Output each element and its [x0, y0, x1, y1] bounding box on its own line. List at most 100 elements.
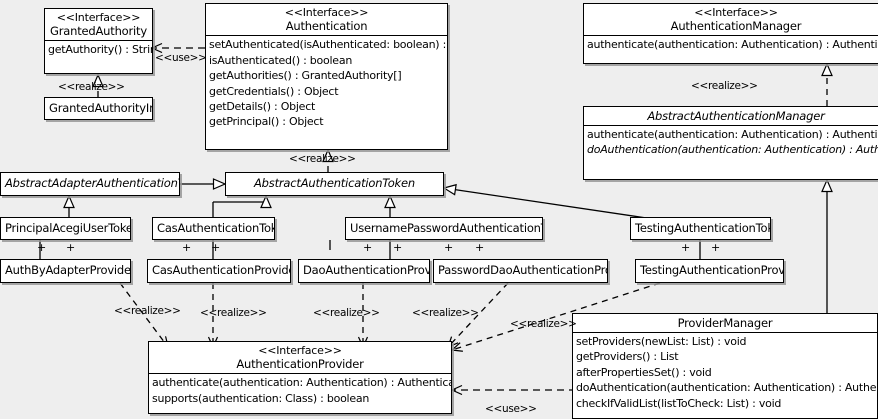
edge-label-realize-abstract-authentication-token: <<realize>> [289, 153, 356, 165]
class-provider-manager[interactable]: ProviderManager setProviders(newList: Li… [572, 313, 878, 419]
class-name: AuthByAdapterProvider [5, 263, 131, 277]
class-name: TestingAuthenticationProvider [640, 263, 784, 277]
class-member: getCredentials() : Object [209, 84, 339, 98]
section-divider [573, 332, 877, 334]
class-header: CasAuthenticationProvider [148, 260, 290, 280]
association-multiplicity-marker: + [475, 241, 485, 254]
class-member: doAuthentication(authentication: Authent… [587, 143, 878, 157]
class-name: ProviderManager [677, 316, 773, 330]
class-stereotype: <<Interface>> [56, 11, 141, 24]
class-authentication-manager[interactable]: <<Interface>> AuthenticationManager auth… [583, 3, 878, 64]
association-multiplicity-marker: + [363, 241, 373, 254]
edge-label-realize-testing-provider: <<realize>> [510, 318, 577, 330]
class-header: GrantedAuthorityImpl [45, 98, 152, 118]
class-header: AbstractAdapterAuthenticationToken [1, 173, 179, 193]
class-abstract-authentication-manager[interactable]: AbstractAuthenticationManager authentica… [583, 106, 878, 180]
class-header: CasAuthenticationToken [153, 218, 274, 238]
edge-label-realize-authentication-manager: <<realize>> [691, 80, 758, 92]
class-member: getAuthorities() : GrantedAuthority[] [209, 69, 402, 83]
association-multiplicity-marker: + [66, 241, 76, 254]
class-stereotype: <<Interface>> [258, 344, 342, 357]
class-header: PasswordDaoAuthenticationProvider [434, 260, 607, 280]
class-dao-authentication-provider[interactable]: DaoAuthenticationProvider [298, 259, 430, 283]
class-name: AuthenticationManager [670, 19, 802, 34]
class-header: <<Interface>> Authentication [206, 4, 447, 35]
class-granted-authority-impl[interactable]: GrantedAuthorityImpl [44, 97, 153, 120]
class-member: authenticate(authentication: Authenticat… [587, 38, 878, 52]
class-name: DaoAuthenticationProvider [303, 263, 430, 277]
class-header: <<Interface>> AuthenticationProvider [149, 342, 451, 373]
class-header: TestingAuthenticationProvider [636, 260, 783, 280]
association-multiplicity-marker: + [211, 241, 221, 254]
class-header: UsernamePasswordAuthenticationToken [346, 218, 542, 238]
class-header: <<Interface>> AuthenticationManager [584, 4, 878, 35]
edge-label-realize-password-dao-provider: <<realize>> [412, 307, 479, 319]
class-header: TestingAuthenticationToken [631, 218, 770, 238]
class-cas-authentication-provider[interactable]: CasAuthenticationProvider [147, 259, 291, 283]
class-header: AuthByAdapterProvider [1, 260, 130, 280]
class-name: AbstractAdapterAuthenticationToken [5, 176, 179, 190]
class-member: getPrincipal() : Object [209, 115, 324, 129]
class-name: CasAuthenticationToken [157, 221, 274, 235]
class-abstract-adapter-authentication-token[interactable]: AbstractAdapterAuthenticationToken [0, 172, 180, 196]
class-members: authenticate(authentication: Authenticat… [584, 36, 878, 53]
section-divider [584, 125, 878, 127]
class-name: UsernamePasswordAuthenticationToken [350, 221, 542, 235]
class-name: PrincipalAcegiUserToken [5, 221, 131, 235]
class-header: <<Interface>> GrantedAuthority [45, 9, 152, 40]
section-divider [45, 40, 152, 42]
class-name: CasAuthenticationProvider [152, 263, 291, 277]
class-member: afterPropertiesSet() : void [576, 365, 712, 379]
class-members: setProviders(newList: List) : void getPr… [573, 333, 877, 412]
section-divider [149, 373, 451, 375]
association-multiplicity-marker: + [711, 241, 721, 254]
class-authentication-provider[interactable]: <<Interface>> AuthenticationProvider aut… [148, 341, 452, 414]
class-username-password-authentication-token[interactable]: UsernamePasswordAuthenticationToken [345, 217, 543, 240]
class-testing-authentication-provider[interactable]: TestingAuthenticationProvider [635, 259, 784, 283]
class-member: getAuthority() : String [48, 43, 153, 57]
class-member: authenticate(authentication: Authenticat… [152, 376, 452, 390]
class-cas-authentication-token[interactable]: CasAuthenticationToken [152, 217, 275, 240]
class-name: AbstractAuthenticationManager [647, 109, 825, 123]
class-header: AbstractAuthenticationManager [584, 107, 878, 125]
class-password-dao-authentication-provider[interactable]: PasswordDaoAuthenticationProvider [433, 259, 608, 283]
class-member: getDetails() : Object [209, 100, 316, 114]
class-name: PasswordDaoAuthenticationProvider [438, 263, 607, 277]
association-multiplicity-marker: + [681, 241, 691, 254]
class-name: TestingAuthenticationToken [635, 221, 770, 235]
class-members: authenticate(authentication: Authenticat… [149, 374, 451, 407]
class-header: DaoAuthenticationProvider [299, 260, 429, 280]
class-member: supports(authentication: Class) : boolea… [152, 391, 370, 405]
class-granted-authority[interactable]: <<Interface>> GrantedAuthority getAuthor… [44, 8, 153, 74]
class-authentication[interactable]: <<Interface>> Authentication setAuthenti… [205, 3, 448, 150]
edge-label-realize-cas-provider: <<realize>> [200, 307, 267, 319]
class-abstract-authentication-token[interactable]: AbstractAuthenticationToken [225, 172, 444, 196]
association-multiplicity-marker: + [444, 241, 454, 254]
class-principal-acegi-user-token[interactable]: PrincipalAcegiUserToken [0, 217, 131, 240]
association-multiplicity-marker: + [393, 241, 403, 254]
class-member: setProviders(newList: List) : void [576, 335, 747, 349]
class-name: AbstractAuthenticationToken [254, 176, 415, 190]
association-multiplicity-marker: + [182, 241, 192, 254]
class-members: setAuthenticated(isAuthenticated: boolea… [206, 36, 447, 130]
class-auth-by-adapter-provider[interactable]: AuthByAdapterProvider [0, 259, 131, 283]
class-name: GrantedAuthority [50, 24, 147, 39]
class-member: getProviders() : List [576, 350, 679, 364]
class-member: doAuthentication(authentication: Authent… [576, 381, 877, 395]
section-divider [584, 35, 878, 37]
class-stereotype: <<Interface>> [284, 6, 369, 19]
class-member: authenticate(authentication: Authenticat… [587, 128, 878, 142]
class-name: Authentication [285, 19, 368, 34]
class-header: AbstractAuthenticationToken [226, 173, 443, 193]
class-member: checkIfValidList(listToCheck: List) : vo… [576, 396, 782, 410]
class-testing-authentication-token[interactable]: TestingAuthenticationToken [630, 217, 771, 240]
class-member: isAuthenticated() : boolean [209, 53, 353, 67]
association-multiplicity-marker: + [37, 241, 47, 254]
class-members: getAuthority() : String [45, 41, 152, 58]
class-stereotype: <<Interface>> [694, 6, 778, 19]
edge-label-use-granted-authority: <<use>> [155, 52, 207, 64]
class-member: setAuthenticated(isAuthenticated: boolea… [209, 38, 448, 52]
class-name: AuthenticationProvider [236, 357, 364, 372]
section-divider [206, 35, 447, 37]
